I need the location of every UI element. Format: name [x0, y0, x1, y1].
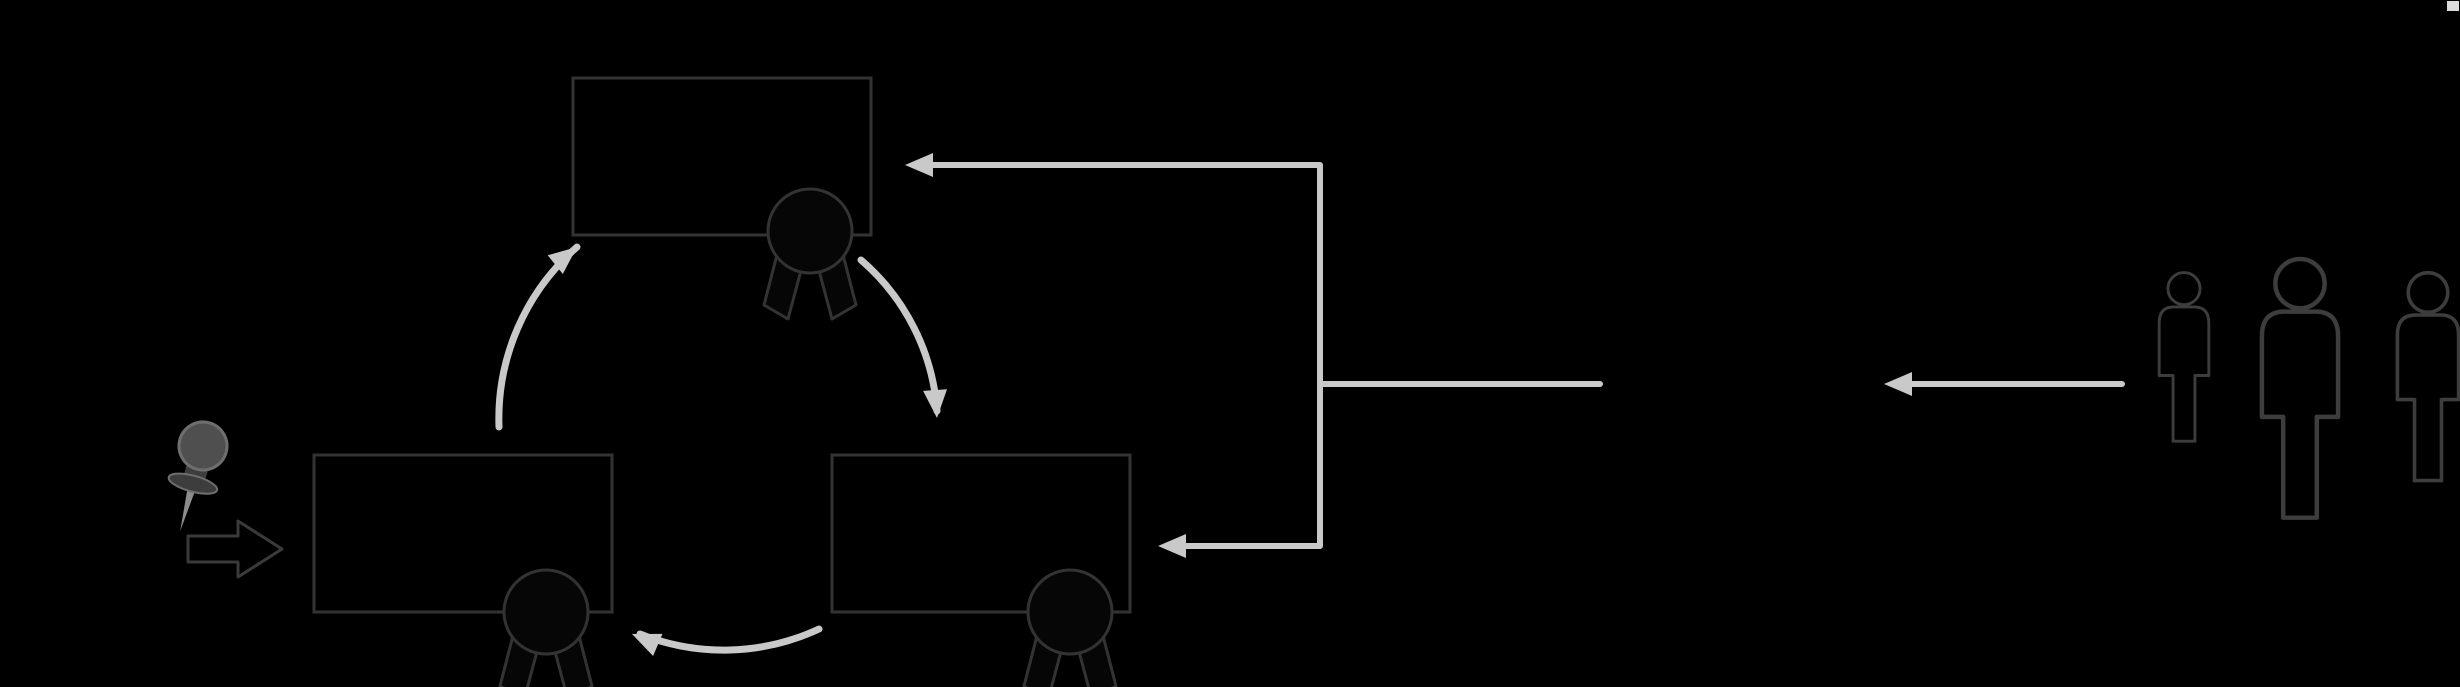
badge-medal-circle	[502, 568, 590, 656]
award-badge-icon	[762, 187, 858, 321]
pointer-arrow-icon	[186, 519, 284, 579]
cycle-arrow-right	[857, 256, 948, 418]
cycle-arrow-left	[495, 243, 581, 431]
person-icon	[2157, 271, 2211, 443]
person-icon	[2259, 256, 2341, 520]
arrow-head	[547, 247, 577, 274]
arrow-head	[923, 389, 948, 418]
person-body	[2157, 305, 2211, 443]
bracket-connector	[905, 153, 1603, 558]
arrow-head	[1158, 534, 1186, 558]
input-arrow	[1884, 372, 2125, 396]
arrow-head	[1884, 372, 1912, 396]
award-badge-icon	[1022, 568, 1118, 687]
badge-medal-circle	[766, 187, 854, 275]
arrow-line	[636, 625, 823, 654]
person-head	[2406, 270, 2450, 315]
person-body	[2395, 313, 2460, 483]
pin-head	[177, 420, 229, 472]
people-group-icon	[2157, 256, 2460, 520]
pin-flange	[167, 472, 219, 495]
person-head	[2273, 256, 2327, 311]
cycle-arrow-bottom	[632, 625, 823, 656]
person-body	[2259, 309, 2341, 520]
corner-artifact	[2447, 1, 2459, 11]
arrow-head	[632, 633, 663, 656]
badge-medal-circle	[1026, 568, 1114, 656]
award-badge-icon	[498, 568, 594, 687]
person-icon	[2395, 270, 2460, 483]
arrow-line	[495, 243, 581, 431]
pin-needle	[180, 488, 196, 532]
pushpin-icon	[167, 420, 229, 532]
person-head	[2166, 271, 2202, 307]
bracket-outline	[915, 162, 1323, 549]
arrow-line	[857, 256, 941, 415]
arrow-head	[905, 153, 933, 177]
